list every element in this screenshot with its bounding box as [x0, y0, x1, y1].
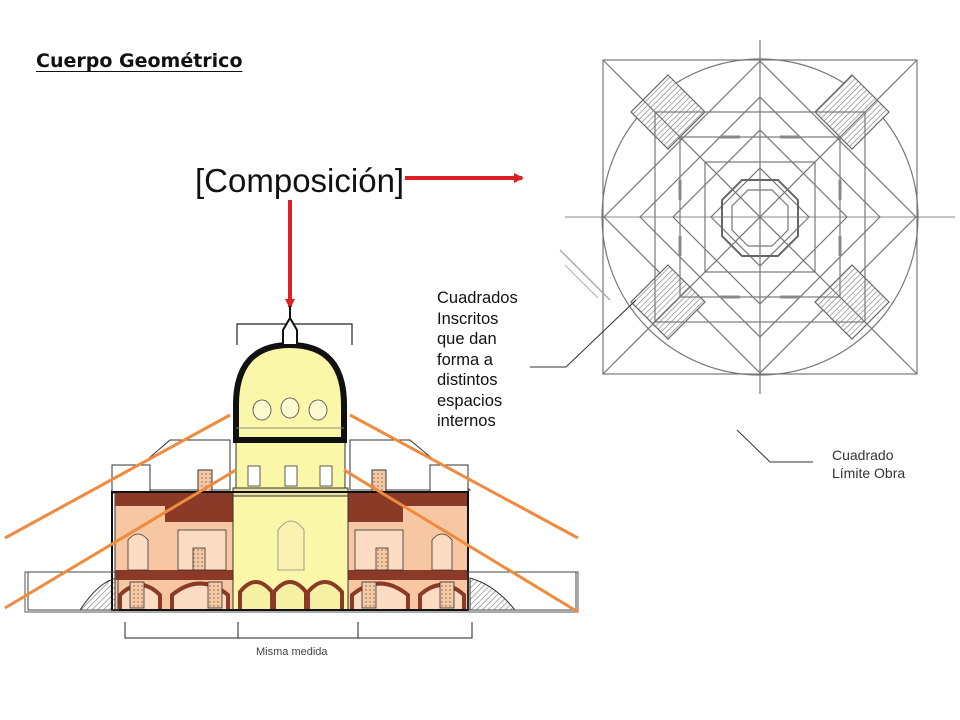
pyramid-lines: [4, 413, 579, 614]
same-measure-label: Misma medida: [256, 646, 328, 658]
geometric-plan: [559, 40, 955, 394]
note-line: Cuadrados: [437, 289, 518, 307]
composition-arrows: [285, 173, 524, 309]
limit-square-note: Cuadrado Límite Obra: [832, 446, 905, 482]
note-line: distintos: [437, 371, 498, 389]
note-line: espacios: [437, 391, 503, 410]
section-elevation: [24, 306, 579, 613]
composition-label: [Composición]: [195, 162, 405, 199]
note-line: Inscritos: [437, 309, 499, 328]
note-line: internos: [437, 412, 496, 430]
note-line: Límite Obra: [832, 465, 906, 481]
central-dome: [233, 341, 347, 443]
inscribed-squares-note: Cuadrados Inscritos que dan forma a dist…: [437, 288, 547, 432]
leader-lines: [530, 299, 813, 463]
note-line: que dan: [437, 330, 497, 348]
page-title: Cuerpo Geométrico: [36, 50, 243, 72]
note-line: Cuadrado: [832, 447, 894, 463]
measure-bracket: [124, 622, 473, 639]
note-line: forma a: [437, 350, 493, 369]
